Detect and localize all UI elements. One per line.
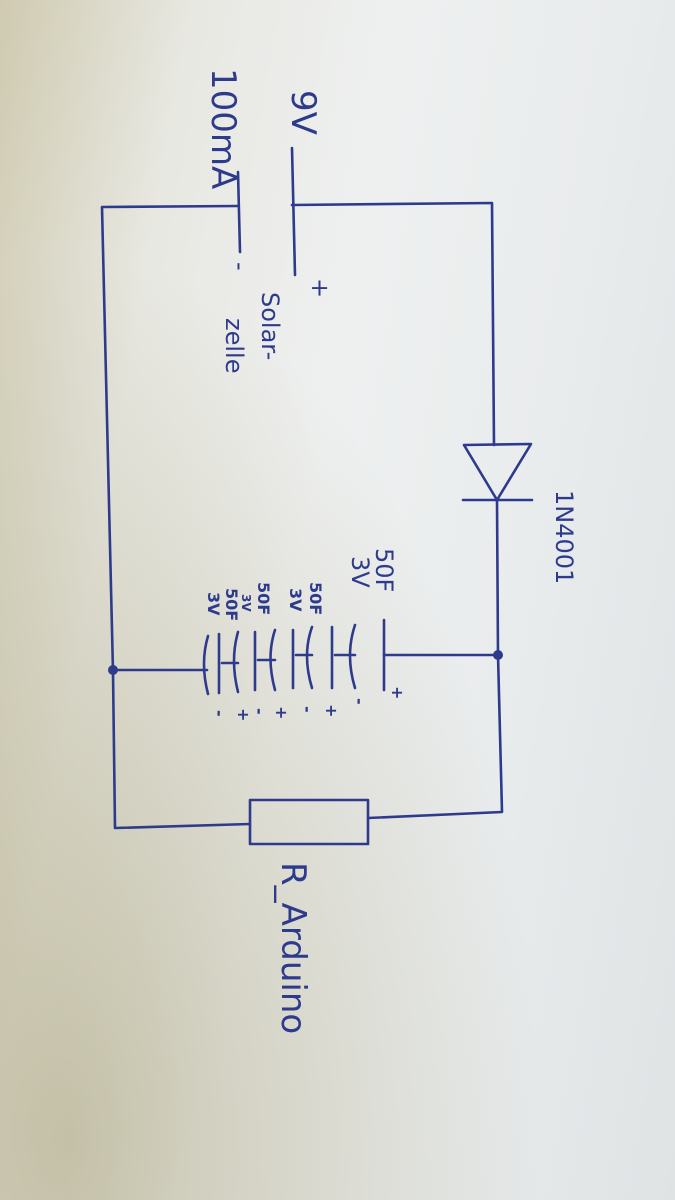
- diode-label: 1N4001: [550, 490, 578, 584]
- wire-top-left: [290, 201, 496, 447]
- capacitor-1-voltage: 3V: [346, 556, 374, 588]
- solar-cell-label-line2: zelle: [220, 318, 248, 373]
- diode-symbol: [461, 442, 534, 502]
- solar-cell-label-line1: Solar-: [256, 292, 284, 360]
- capacitor-3-voltage: 3V: [239, 594, 253, 612]
- wire-diode-to-node: [366, 498, 504, 820]
- battery-voltage-label: 9V: [283, 90, 323, 135]
- capacitor-2-minus: -: [298, 706, 317, 713]
- battery-plus-label: +: [306, 278, 334, 298]
- resistor-symbol: [248, 798, 370, 846]
- capacitor-1-plus: +: [388, 686, 407, 699]
- capacitor-3-capacitance: 50F: [254, 582, 273, 615]
- capacitor-4-plus: +: [234, 708, 253, 721]
- capacitor-4-capacitance: 50F: [222, 588, 241, 621]
- battery-minus-label: -: [226, 262, 254, 271]
- capacitor-3-plus: +: [272, 706, 291, 719]
- wire-left-rail: [100, 204, 252, 830]
- junction-node-bottom: [108, 665, 118, 675]
- junction-node-top: [493, 650, 503, 660]
- battery-symbol: [236, 146, 297, 277]
- capacitor-1-minus: -: [350, 698, 369, 705]
- battery-current-label: 100mA: [203, 68, 243, 189]
- capacitor-2-plus: +: [322, 704, 341, 717]
- capacitor-3-minus: -: [250, 708, 269, 715]
- capacitor-4-voltage: 3V: [204, 592, 223, 616]
- capacitor-1-capacitance: 50F: [370, 548, 398, 592]
- capacitor-bank: [202, 618, 386, 696]
- capacitor-2-voltage: 3V: [286, 588, 305, 612]
- capacitor-2-capacitance: 50F: [306, 582, 325, 615]
- capacitor-4-minus: -: [210, 710, 229, 717]
- resistor-label: R_Arduino: [273, 862, 313, 1034]
